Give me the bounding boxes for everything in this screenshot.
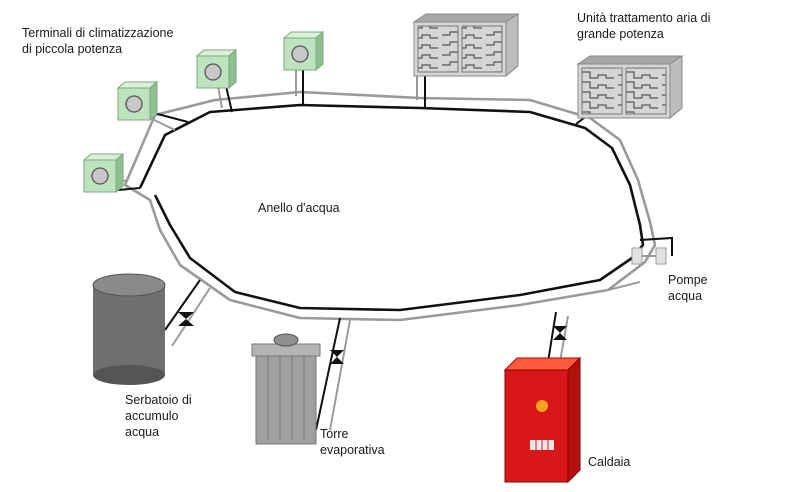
boiler xyxy=(503,311,582,484)
fan-coil-icon xyxy=(125,95,143,113)
large-ahu-2 xyxy=(576,55,684,120)
cooling-tower xyxy=(251,317,351,445)
large-units-label: Unità trattamento aria di grande potenza xyxy=(577,11,711,41)
pump-icon xyxy=(631,247,643,265)
pump-icon xyxy=(655,247,667,265)
air-handling-unit-icon xyxy=(417,25,459,73)
terminal-pipes xyxy=(117,70,589,191)
fan-coil-icon xyxy=(291,45,309,63)
water-ring-label: Anello d'acqua xyxy=(258,201,340,215)
air-handling-unit-icon xyxy=(581,67,623,115)
water-pumps xyxy=(607,236,673,291)
check-valve-icon xyxy=(553,326,567,340)
water-ring-supply-pipe xyxy=(138,103,645,312)
small-terminal-2 xyxy=(116,80,159,122)
pumps-label: Pompe acqua xyxy=(668,273,708,303)
check-valve-icon xyxy=(178,312,194,326)
boiler-label: Caldaia xyxy=(588,455,631,469)
cooling-tower-label: Torre evaporativa xyxy=(320,427,385,457)
storage-tank-label: Serbatoio di accumulo acqua xyxy=(125,393,192,439)
check-valve-icon xyxy=(330,350,344,364)
boiler-lamp-icon xyxy=(536,400,548,412)
small-terminal-4 xyxy=(282,30,325,72)
fan-coil-icon xyxy=(204,63,222,81)
large-ahu-1 xyxy=(412,13,520,78)
small-terminal-1 xyxy=(82,152,125,194)
small-terminals-label: Terminali di climatizzazione di piccola … xyxy=(22,26,174,56)
small-terminal-3 xyxy=(195,48,238,90)
storage-tank xyxy=(92,273,211,385)
fan-coil-icon xyxy=(91,167,109,185)
water-ring-return-pipe xyxy=(123,90,657,322)
